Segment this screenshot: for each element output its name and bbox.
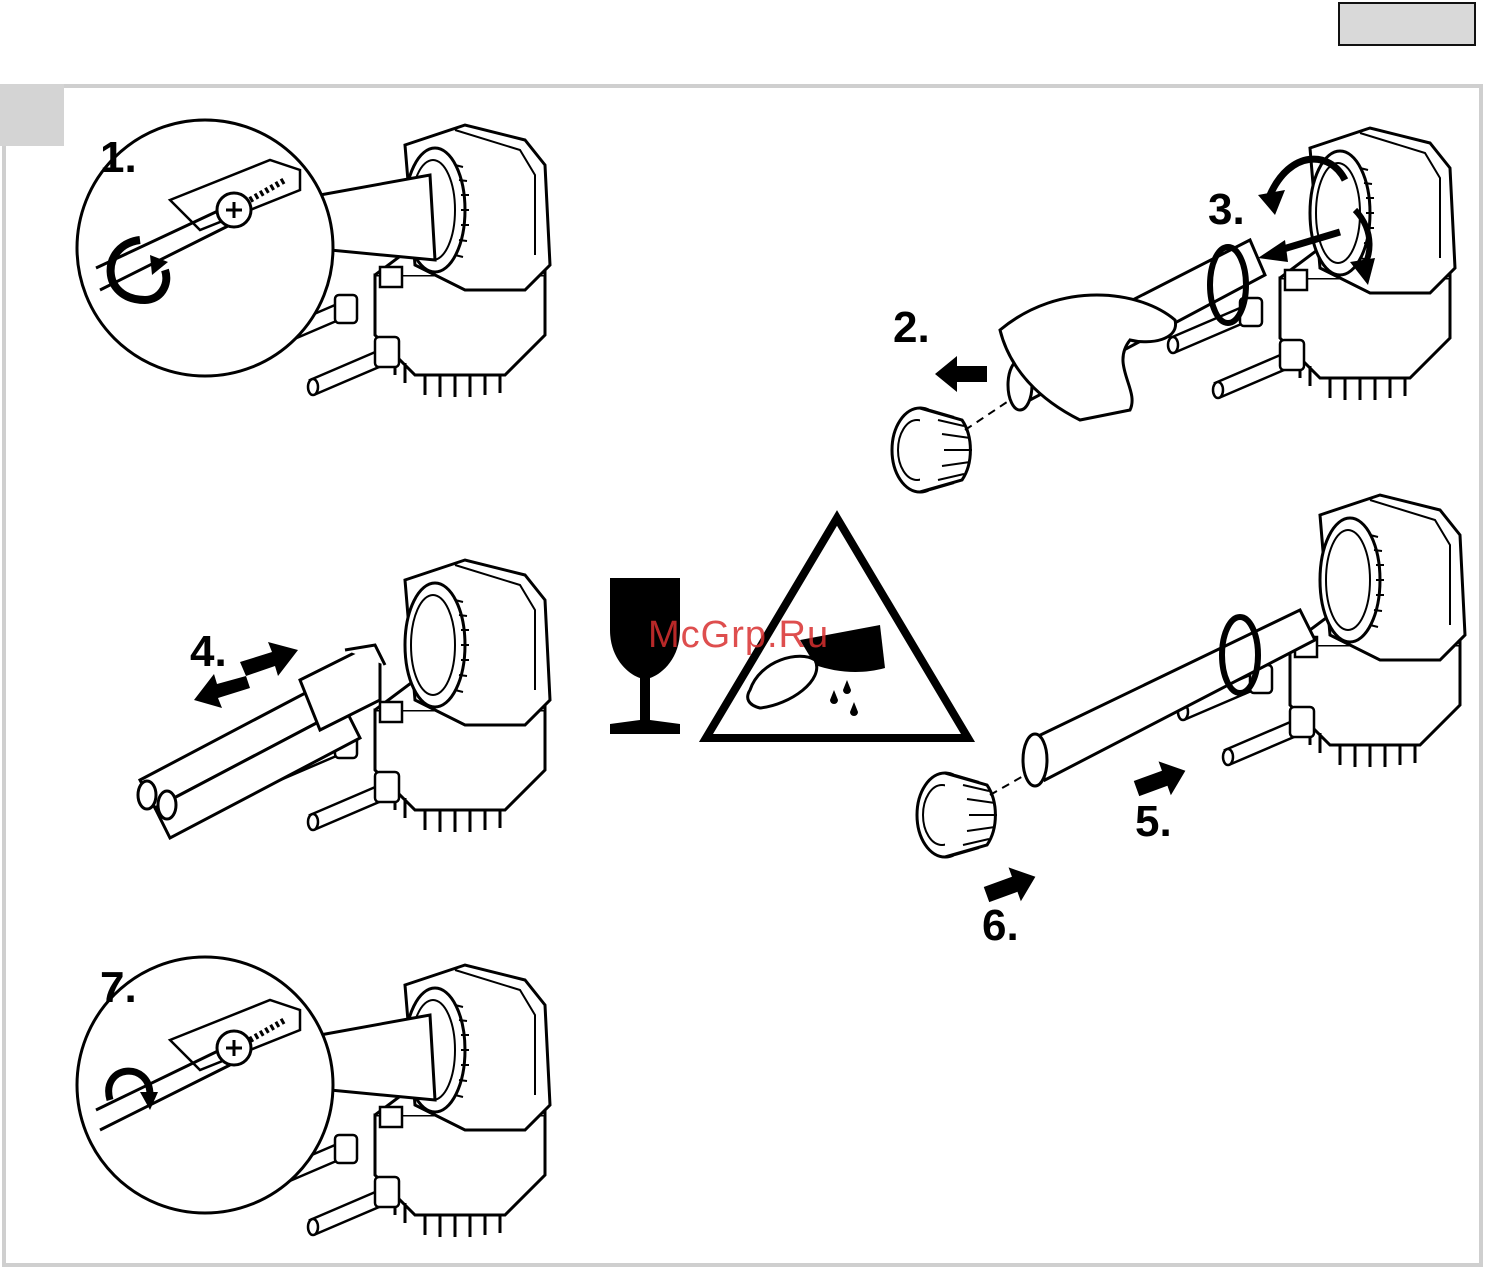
step-2-3-illustration xyxy=(892,128,1455,492)
step-6-label: 6. xyxy=(982,904,1019,948)
watermark: McGrp.Ru xyxy=(648,614,829,657)
step-2-label: 2. xyxy=(893,306,930,350)
step-4-label: 4. xyxy=(190,630,227,674)
step-5-label: 5. xyxy=(1135,800,1172,844)
step-1-label: 1. xyxy=(100,136,137,180)
step-3-label: 3. xyxy=(1208,188,1245,232)
step-4-illustration xyxy=(138,560,550,838)
step-7-illustration xyxy=(77,957,550,1237)
step-1-illustration xyxy=(77,120,550,397)
step-7-label: 7. xyxy=(100,966,137,1010)
step-5-6-illustration xyxy=(917,495,1465,911)
